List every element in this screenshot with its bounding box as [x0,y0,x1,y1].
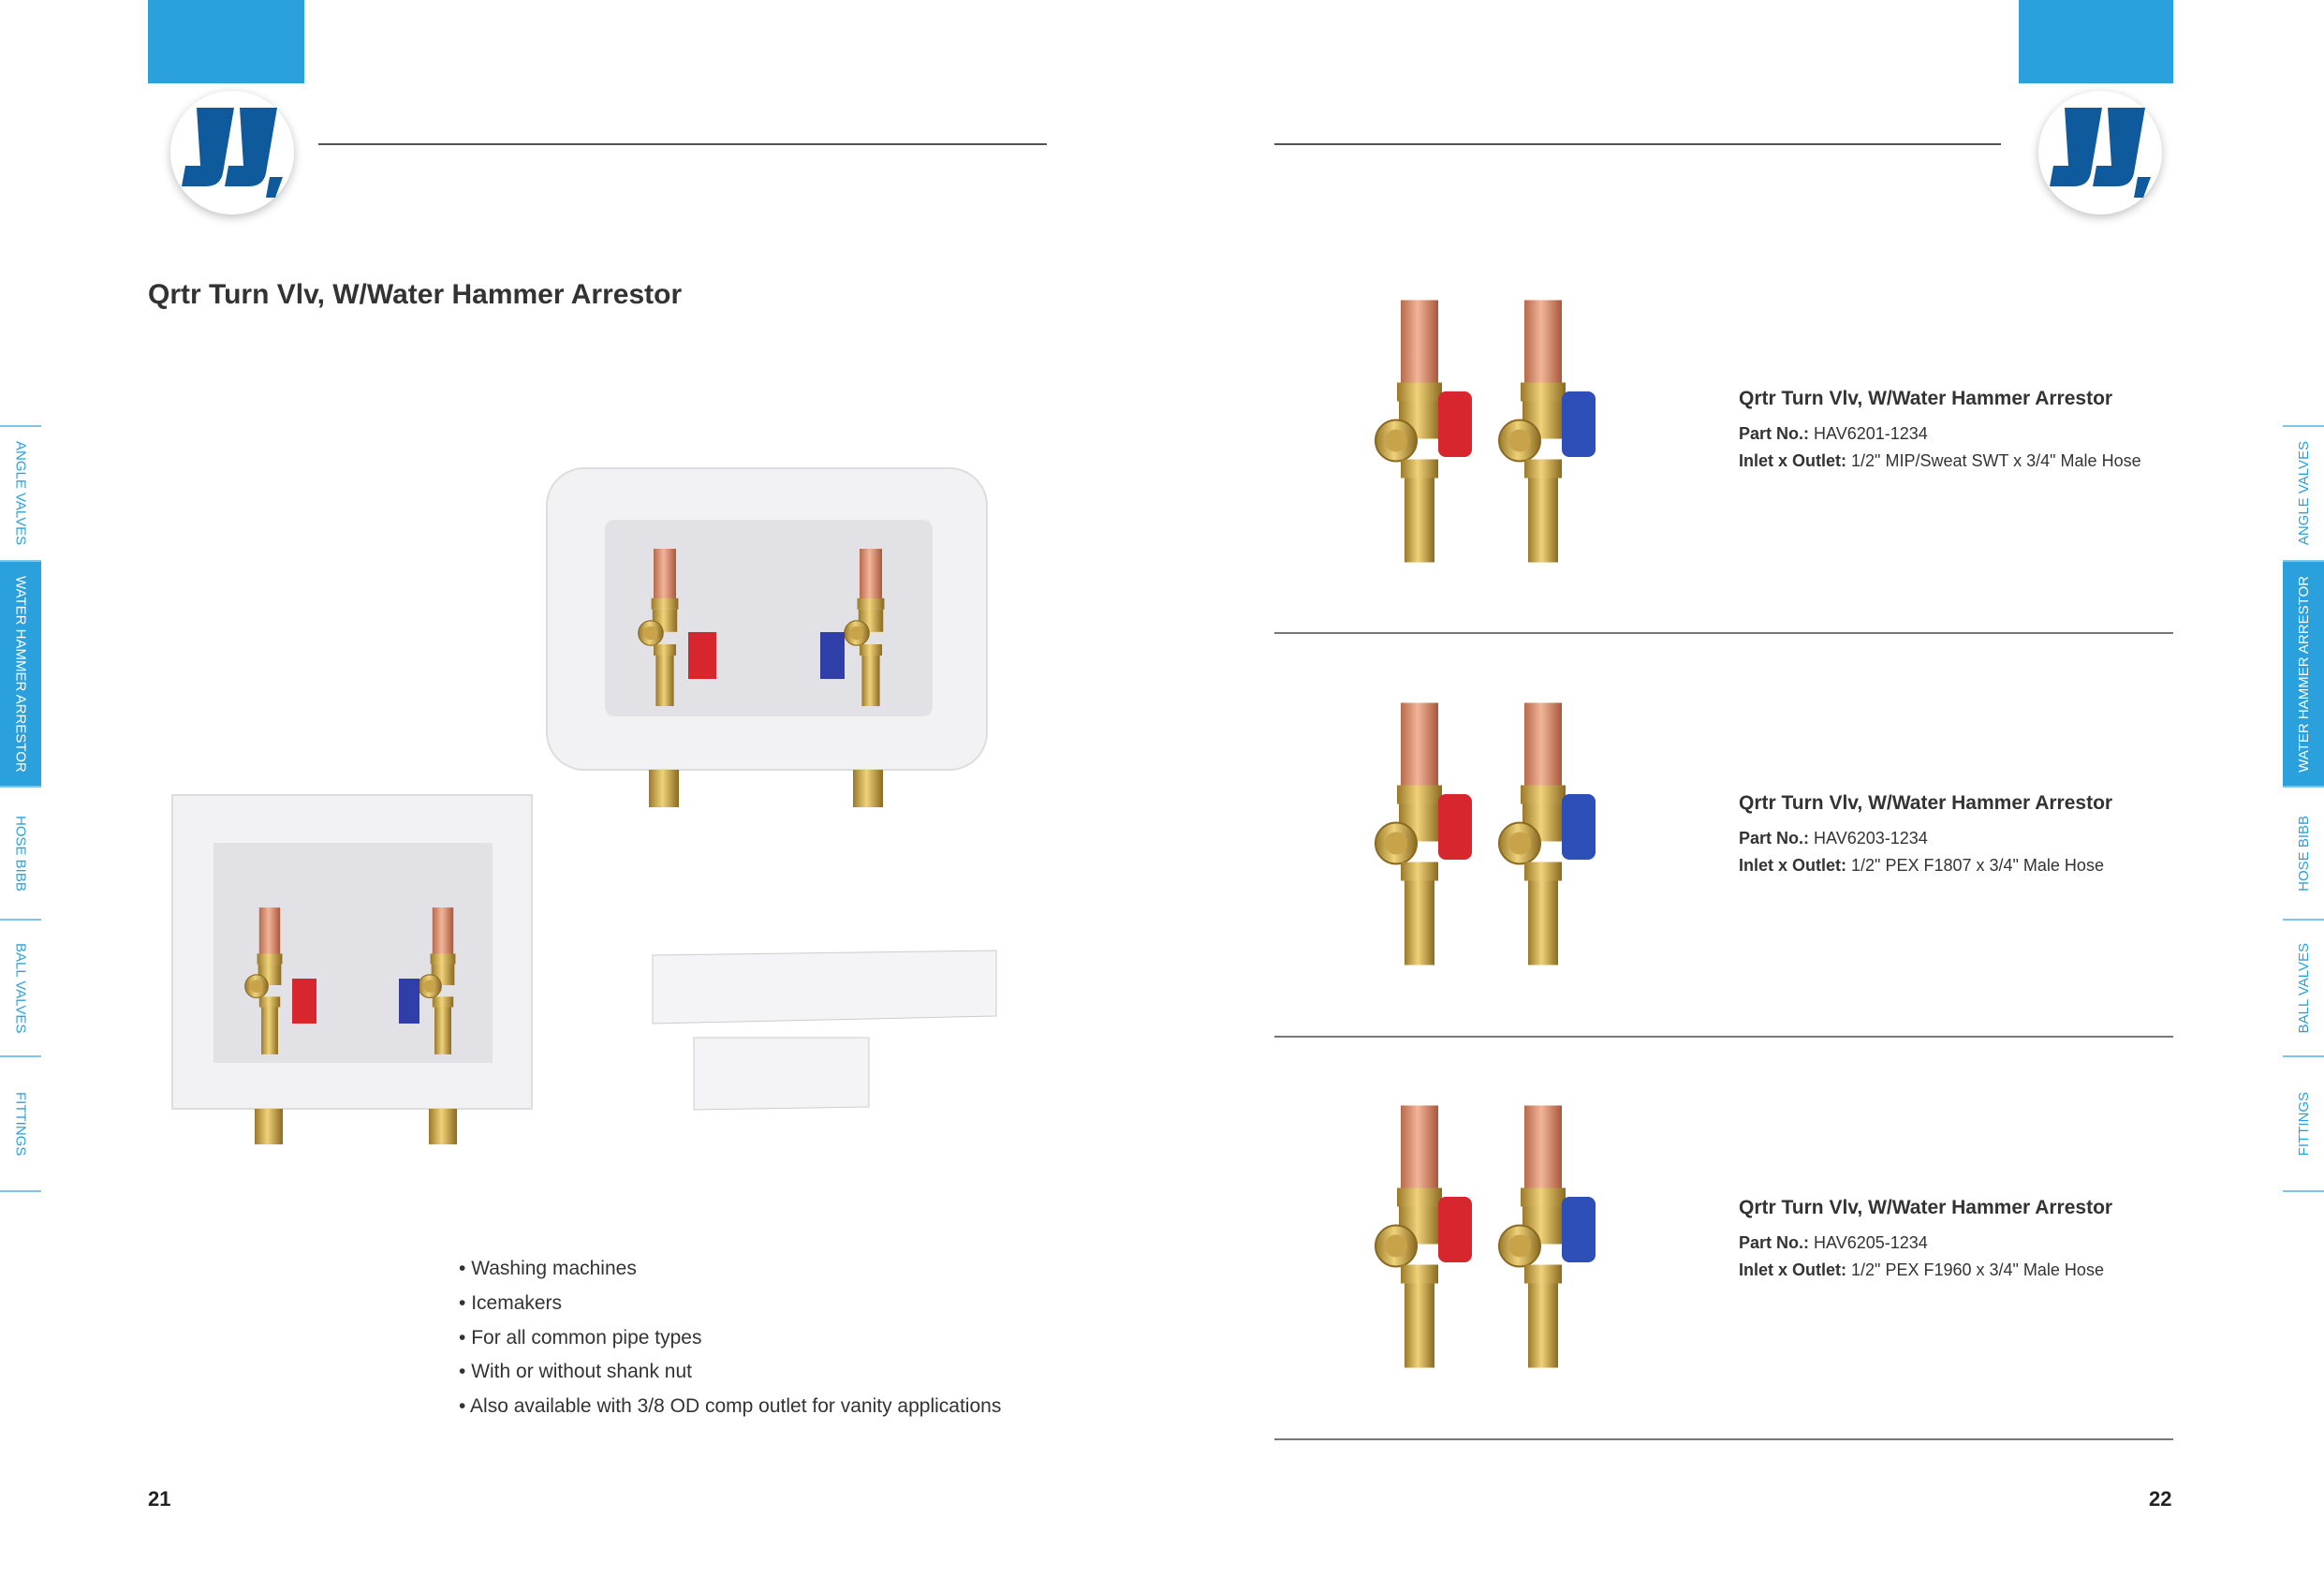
product-part-no: Part No.: HAV6205-1234 [1739,1233,1928,1252]
product-title: Qrtr Turn Vlv, W/Water Hammer Arrestor [1739,792,2113,814]
feature-item: • For all common pipe types [459,1326,702,1349]
accent-block-right [2019,0,2173,83]
logo-icon [182,108,283,198]
feature-item: • Icemakers [459,1291,563,1314]
product-photo [1363,700,1596,967]
tab-ball-valves[interactable]: BALL VALVES [2283,919,2324,1055]
page-number-left: 21 [148,1487,171,1511]
product-inlet-outlet: Inlet x Outlet: 1/2" PEX F1807 x 3/4" Ma… [1739,856,2104,875]
tab-ball-valves[interactable]: BALL VALVES [0,919,41,1055]
page-number-right: 22 [2149,1487,2172,1511]
tab-water-hammer-arrestor[interactable]: WATER HAMMER ARRESTOR [2283,560,2324,786]
feature-list: • Washing machines • Icemakers • For all… [459,1252,1001,1424]
tab-hose-bibb[interactable]: HOSE BIBB [0,786,41,919]
tab-angle-valves[interactable]: ANGLE VALVES [0,425,41,560]
product-photo [1363,1103,1596,1370]
product-photo-outlet-boxes [171,467,997,1144]
brand-logo-right [2038,91,2162,214]
tab-angle-valves[interactable]: ANGLE VALVES [2283,425,2324,560]
feature-item: • Also available with 3/8 OD comp outlet… [459,1395,1002,1418]
product-part-no: Part No.: HAV6201-1234 [1739,424,1928,443]
product-inlet-outlet: Inlet x Outlet: 1/2" PEX F1960 x 3/4" Ma… [1739,1260,2104,1279]
tab-fittings[interactable]: FITTINGS [2283,1055,2324,1192]
brand-logo-left [170,91,294,214]
tab-water-hammer-arrestor[interactable]: WATER HAMMER ARRESTOR [0,560,41,786]
product-photo [1363,298,1596,565]
row-divider [1274,1036,2173,1038]
tab-fittings[interactable]: FITTINGS [0,1055,41,1192]
product-title: Qrtr Turn Vlv, W/Water Hammer Arrestor [1739,1197,2113,1218]
product-inlet-outlet: Inlet x Outlet: 1/2" MIP/Sweat SWT x 3/4… [1739,451,2141,470]
row-divider [1274,1438,2173,1440]
row-divider [1274,632,2173,634]
product-title: Qrtr Turn Vlv, W/Water Hammer Arrestor [1739,388,2113,409]
feature-item: • Washing machines [459,1258,637,1279]
product-part-no: Part No.: HAV6203-1234 [1739,829,1928,847]
logo-icon [2050,108,2151,198]
header-rule-right [1274,143,2001,145]
feature-item: • With or without shank nut [459,1361,692,1383]
page-title: Qrtr Turn Vlv, W/Water Hammer Arrestor [148,279,683,310]
tab-hose-bibb[interactable]: HOSE BIBB [2283,786,2324,919]
accent-block-left [148,0,304,83]
header-rule-left [318,143,1047,145]
